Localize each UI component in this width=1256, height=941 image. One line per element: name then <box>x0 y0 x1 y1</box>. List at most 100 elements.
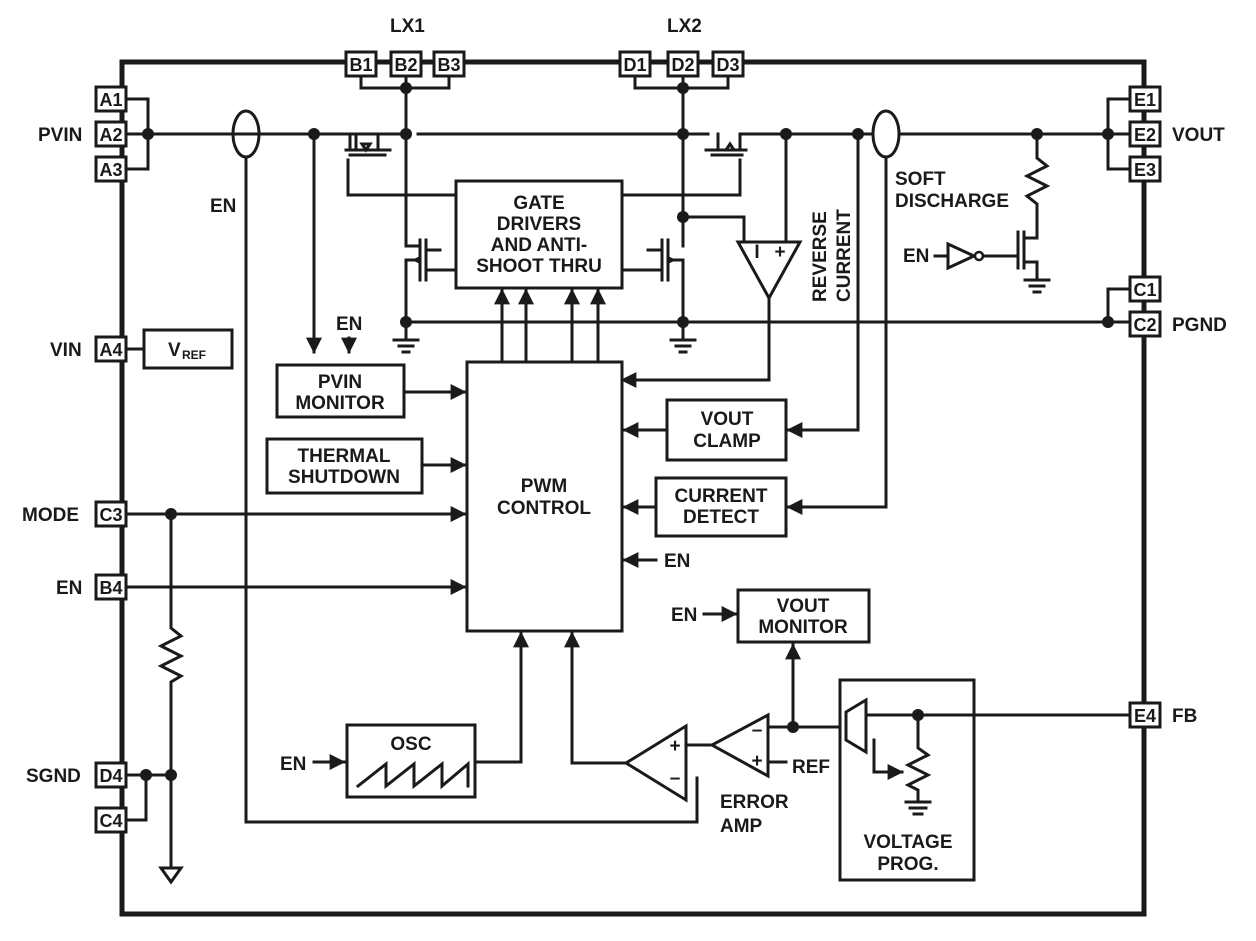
lx2-node <box>620 74 746 324</box>
label-pgnd: PGND <box>1172 315 1227 336</box>
label-en-pvinmon: EN <box>336 314 362 335</box>
label-en-osc: EN <box>280 754 306 775</box>
reverse-current-comparator: I + <box>620 132 803 388</box>
svg-text:V: V <box>168 340 181 361</box>
svg-text:E2: E2 <box>1134 125 1156 145</box>
svg-text:VOUT: VOUT <box>777 596 830 617</box>
svg-text:CURRENT: CURRENT <box>675 486 768 507</box>
svg-text:C2: C2 <box>1133 315 1156 335</box>
error-amp: + – ERROR AMP <box>623 723 789 837</box>
pin-e2: E2 <box>1128 120 1162 148</box>
svg-text:+: + <box>774 242 785 263</box>
svg-text:D2: D2 <box>671 55 694 75</box>
voltage-prog-block: VOLTAGE PROG. <box>838 678 1132 882</box>
gate-drivers-block: GATE DRIVERS AND ANTI- SHOOT THRU <box>454 179 624 290</box>
svg-text:B4: B4 <box>99 578 122 598</box>
svg-text:A1: A1 <box>99 90 122 110</box>
svg-text:C1: C1 <box>1133 280 1156 300</box>
pin-b3: B3 <box>432 50 466 78</box>
svg-text:ERROR: ERROR <box>720 792 789 813</box>
svg-text:PVIN: PVIN <box>318 372 362 393</box>
svg-text:C3: C3 <box>99 505 122 525</box>
pin-a4: A4 <box>94 335 128 363</box>
vout-clamp-block: VOUT CLAMP <box>665 398 788 462</box>
svg-text:MONITOR: MONITOR <box>758 617 848 638</box>
pin-a1: A1 <box>94 85 128 113</box>
pwm-control-block: PWM CONTROL <box>465 360 624 633</box>
reference-amp: – + REF <box>708 712 830 779</box>
svg-text:D4: D4 <box>99 766 122 786</box>
svg-text:REF: REF <box>182 348 206 362</box>
pin-e3: E3 <box>1128 155 1162 183</box>
pin-e4: E4 <box>1128 701 1162 729</box>
pin-d4: D4 <box>94 761 128 789</box>
svg-text:CLAMP: CLAMP <box>693 431 761 452</box>
label-sgnd: SGND <box>26 766 81 787</box>
svg-text:D3: D3 <box>716 55 739 75</box>
soft-discharge-circuit: SOFT DISCHARGE EN <box>895 132 1051 294</box>
svg-text:SHUTDOWN: SHUTDOWN <box>288 467 400 488</box>
svg-text:AND ANTI-: AND ANTI- <box>491 235 587 256</box>
osc-block: OSC <box>345 723 477 799</box>
label-en-left: EN <box>210 196 236 217</box>
svg-text:SOFT: SOFT <box>895 169 946 190</box>
pin-c1: C1 <box>1128 275 1162 303</box>
svg-text:REVERSE: REVERSE <box>810 211 831 302</box>
vout-monitor-block: VOUT MONITOR <box>736 588 871 644</box>
mode-pulldown-resistor <box>157 512 185 885</box>
lx1-node <box>359 74 458 324</box>
svg-text:VOUT: VOUT <box>701 409 754 430</box>
label-mode: MODE <box>22 505 79 526</box>
svg-text:SHOOT THRU: SHOOT THRU <box>476 256 602 277</box>
svg-text:B2: B2 <box>394 55 417 75</box>
svg-text:–: – <box>670 768 681 789</box>
svg-text:D1: D1 <box>623 55 646 75</box>
svg-text:I: I <box>754 242 759 263</box>
label-lx2: LX2 <box>667 16 702 37</box>
svg-text:B3: B3 <box>437 55 460 75</box>
svg-text:DISCHARGE: DISCHARGE <box>895 191 1009 212</box>
high-side-mosfet-right <box>620 132 788 197</box>
label-reverse-current: REVERSE CURRENT <box>810 209 855 302</box>
svg-text:DRIVERS: DRIVERS <box>497 214 581 235</box>
high-side-mosfet-left <box>344 132 458 197</box>
svg-text:CONTROL: CONTROL <box>497 498 591 519</box>
pin-c3: C3 <box>94 500 128 528</box>
svg-text:C4: C4 <box>99 811 122 831</box>
svg-text:+: + <box>669 736 680 757</box>
svg-text:MONITOR: MONITOR <box>295 393 385 414</box>
label-en-pin: EN <box>56 578 82 599</box>
svg-text:A3: A3 <box>99 160 122 180</box>
pin-d2: D2 <box>666 50 700 78</box>
svg-text:CURRENT: CURRENT <box>834 209 855 302</box>
svg-text:VOLTAGE: VOLTAGE <box>863 832 952 853</box>
svg-text:+: + <box>751 751 762 772</box>
pin-e1: E1 <box>1128 85 1162 113</box>
svg-text:OSC: OSC <box>390 734 431 755</box>
pin-b1: B1 <box>344 50 378 78</box>
pin-a3: A3 <box>94 155 128 183</box>
svg-text:A2: A2 <box>99 125 122 145</box>
current-sense-right <box>871 109 901 159</box>
svg-text:DETECT: DETECT <box>683 507 759 528</box>
svg-text:A4: A4 <box>99 340 122 360</box>
label-vin: VIN <box>50 340 82 361</box>
label-lx1: LX1 <box>390 16 425 37</box>
label-en-voutmon: EN <box>671 605 697 626</box>
pin-a2: A2 <box>94 120 128 148</box>
svg-text:B1: B1 <box>349 55 372 75</box>
label-pvin: PVIN <box>38 125 82 146</box>
pin-d1: D1 <box>618 50 652 78</box>
label-en-pwm: EN <box>664 551 690 572</box>
svg-text:EN: EN <box>903 246 929 267</box>
svg-text:E3: E3 <box>1134 160 1156 180</box>
label-vout: VOUT <box>1172 125 1225 146</box>
pin-b2: B2 <box>389 50 423 78</box>
pin-b4: B4 <box>94 573 128 601</box>
svg-text:GATE: GATE <box>513 193 564 214</box>
vref-block: V REF <box>142 328 234 370</box>
svg-text:THERMAL: THERMAL <box>298 446 391 467</box>
current-detect-block: CURRENT DETECT <box>654 476 788 538</box>
thermal-shutdown-block: THERMAL SHUTDOWN <box>265 437 424 495</box>
